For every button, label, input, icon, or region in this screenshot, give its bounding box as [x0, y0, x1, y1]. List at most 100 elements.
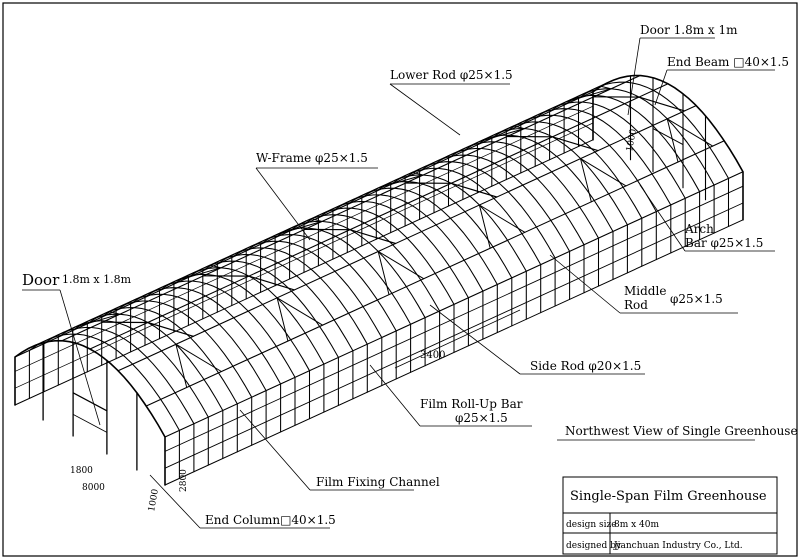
w-frame [101, 321, 194, 337]
leader-line [639, 184, 686, 252]
arch-bar [361, 181, 513, 327]
arch-bar [245, 234, 397, 380]
leader-line [429, 304, 521, 375]
arch-bar [43, 326, 195, 473]
middle-rod-label-line1: Middle [624, 284, 666, 298]
arch-bar [332, 194, 484, 340]
arch-bar [216, 247, 368, 393]
arch-bar [260, 227, 412, 373]
w-frame [276, 296, 323, 342]
w-frame [202, 275, 295, 291]
lower-rod-label: Lower Rod φ25×1.5 [390, 68, 513, 82]
arch-bar-label-line1: Arch [684, 222, 714, 236]
door-header [72, 392, 108, 412]
leader-lines [22, 37, 775, 529]
end-beam-label: End Beam □40×1.5 [667, 55, 789, 69]
arch-bar [130, 287, 282, 433]
dim-1800: 1800 [70, 466, 93, 476]
leader-line [654, 69, 668, 106]
arch-bar [346, 187, 498, 334]
arch-bar [57, 320, 209, 466]
arch-bar [202, 253, 354, 400]
dim-8000: 8000 [82, 483, 105, 493]
door-large-size: 1.8m x 1.8m [62, 273, 132, 286]
arch-bar [101, 300, 253, 446]
w-frame [592, 96, 686, 112]
w-frame [506, 135, 599, 152]
w-frame [276, 218, 324, 236]
leader-line [627, 37, 641, 116]
door-brace [72, 413, 108, 433]
dim-2800: 2800 [179, 469, 189, 492]
w-frame [565, 85, 613, 103]
title-block: Single-Span Film Greenhouse design size … [562, 476, 778, 555]
w-frame [478, 203, 526, 249]
w-frame [304, 228, 397, 245]
rear-end-arch [592, 74, 744, 221]
arch-bar [144, 280, 296, 426]
w-frame [175, 343, 222, 388]
title-block-title: Single-Span Film Greenhouse [570, 489, 767, 504]
leader-line [149, 474, 201, 529]
dim-3400: 3400 [420, 350, 445, 361]
front-end-arch [14, 339, 166, 486]
w-frame [174, 264, 223, 282]
design-size-label: design size [566, 520, 617, 530]
w-frame [666, 117, 714, 163]
film-rollup-label-line1: Film Roll-Up Bar [420, 397, 523, 411]
greenhouse-frame [14, 74, 744, 486]
arch-bar [520, 108, 672, 254]
arch-bar-label-line2: Bar φ25×1.5 [685, 236, 763, 250]
arch-bar [433, 147, 585, 294]
side-rod-label: Side Rod φ20×1.5 [530, 359, 641, 373]
arch-bar [534, 101, 686, 247]
w-frame [377, 250, 425, 296]
arch-bar [563, 88, 715, 234]
arch-bar [390, 167, 542, 314]
w-frame [405, 182, 498, 198]
dim-1000-front: 1000 [147, 488, 161, 513]
leader-line [369, 364, 421, 427]
arch-bar [187, 260, 339, 406]
arch-bar [115, 293, 267, 440]
arch-bar [549, 94, 701, 241]
w-frame [377, 171, 426, 189]
arch-bar [447, 141, 600, 287]
leader-line [549, 254, 621, 314]
dim-1000-back: 1000 [625, 128, 639, 153]
w-frame-label: W-Frame φ25×1.5 [256, 151, 368, 165]
arch-bar [231, 240, 383, 387]
arch-bar [28, 333, 180, 479]
film-rollup-label-line2: φ25×1.5 [455, 411, 508, 425]
arch-bar [274, 220, 426, 367]
w-frame [73, 311, 122, 328]
arch-bar [476, 128, 628, 274]
leader-line [59, 289, 101, 426]
leader-line [389, 83, 461, 136]
design-size-value: 8m x 40m [614, 520, 660, 530]
designed-by-label: designed by [566, 541, 622, 551]
leader-line [394, 309, 521, 369]
view-caption: Northwest View of Single Greenhouse [565, 424, 798, 438]
arch-bar [158, 273, 311, 420]
arch-bar [375, 174, 527, 320]
arch-bar [72, 313, 224, 460]
arch-bar [419, 154, 571, 300]
leader-line [239, 409, 311, 491]
arch-bar [86, 307, 238, 453]
rear-door-header [652, 128, 684, 146]
leader-line [255, 167, 311, 241]
middle-rod-label-line2: Rod [624, 298, 648, 312]
arch-bar [303, 207, 455, 353]
arch-bar [491, 121, 643, 267]
film-fixing-label: Film Fixing Channel [316, 475, 440, 489]
w-frame [579, 157, 627, 203]
door-small-label: Door 1.8m x 1m [640, 23, 738, 37]
arch-bar [505, 114, 657, 261]
arch-bar [404, 161, 556, 307]
middle-rod-spec: φ25×1.5 [670, 292, 723, 306]
w-frame [478, 125, 527, 143]
